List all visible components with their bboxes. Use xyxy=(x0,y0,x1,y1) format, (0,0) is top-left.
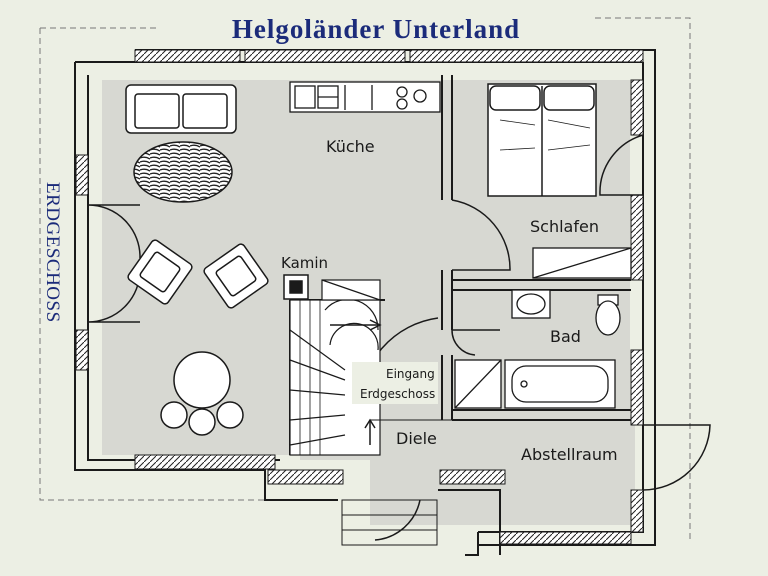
double-bed xyxy=(487,83,597,197)
room-label-schlafen: Schlafen xyxy=(530,217,599,236)
armchairs xyxy=(127,239,269,309)
room-label-bad: Bad xyxy=(550,327,581,346)
room-label-abstellraum: Abstellraum xyxy=(521,445,618,464)
fireplace xyxy=(283,274,309,300)
eingang-label-backdrop xyxy=(352,362,438,404)
room-label-kueche: Küche xyxy=(326,137,375,156)
entrance-steps xyxy=(341,499,438,546)
room-label-eingang-line1: Eingang xyxy=(386,367,435,381)
sofa xyxy=(125,84,237,134)
floor-label: ERDGESCHOSS xyxy=(42,182,63,323)
bathroom-fixtures xyxy=(454,289,621,409)
oval-table xyxy=(133,141,233,203)
room-label-eingang-line2: Erdgeschoss xyxy=(360,387,435,401)
room-label-kamin: Kamin xyxy=(281,254,328,272)
wall-hatching xyxy=(75,49,644,545)
dining-set xyxy=(160,351,244,436)
outline-dashed xyxy=(39,17,691,540)
kitchen-counter xyxy=(289,81,441,113)
page-title: Helgoländer Unterland xyxy=(232,14,520,44)
title-backdrop xyxy=(160,8,592,46)
wardrobe xyxy=(532,247,632,279)
room-label-diele: Diele xyxy=(396,429,437,448)
